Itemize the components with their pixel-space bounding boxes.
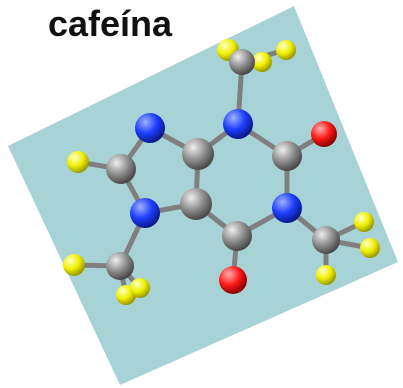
hydrogen-atom [316, 265, 336, 285]
oxygen-atom [219, 266, 247, 294]
hydrogen-atom [360, 238, 380, 258]
carbon-atom [180, 188, 212, 220]
molecule-title: cafeína [48, 3, 173, 44]
hydrogen-atoms [63, 39, 380, 305]
nitrogen-atom [272, 193, 302, 223]
hydrogen-atom [276, 40, 296, 60]
nitrogen-atom [135, 113, 165, 143]
hydrogen-atom [130, 278, 150, 298]
carbon-atom [182, 138, 214, 170]
hydrogen-atom [252, 52, 272, 72]
hydrogen-atom [354, 212, 374, 232]
nitrogen-atoms [130, 109, 302, 228]
carbon-atom [106, 252, 134, 280]
oxygen-atoms [219, 121, 337, 294]
carbon-atom [106, 154, 136, 184]
carbon-atom [222, 221, 252, 251]
nitrogen-atom [223, 109, 253, 139]
nitrogen-atom [130, 198, 160, 228]
carbon-atom [272, 141, 302, 171]
carbon-atom [229, 49, 255, 75]
carbon-atom [312, 226, 340, 254]
hydrogen-atom [63, 254, 85, 276]
carbon-atoms [106, 49, 340, 280]
hydrogen-atom [67, 151, 89, 173]
oxygen-atom [311, 121, 337, 147]
